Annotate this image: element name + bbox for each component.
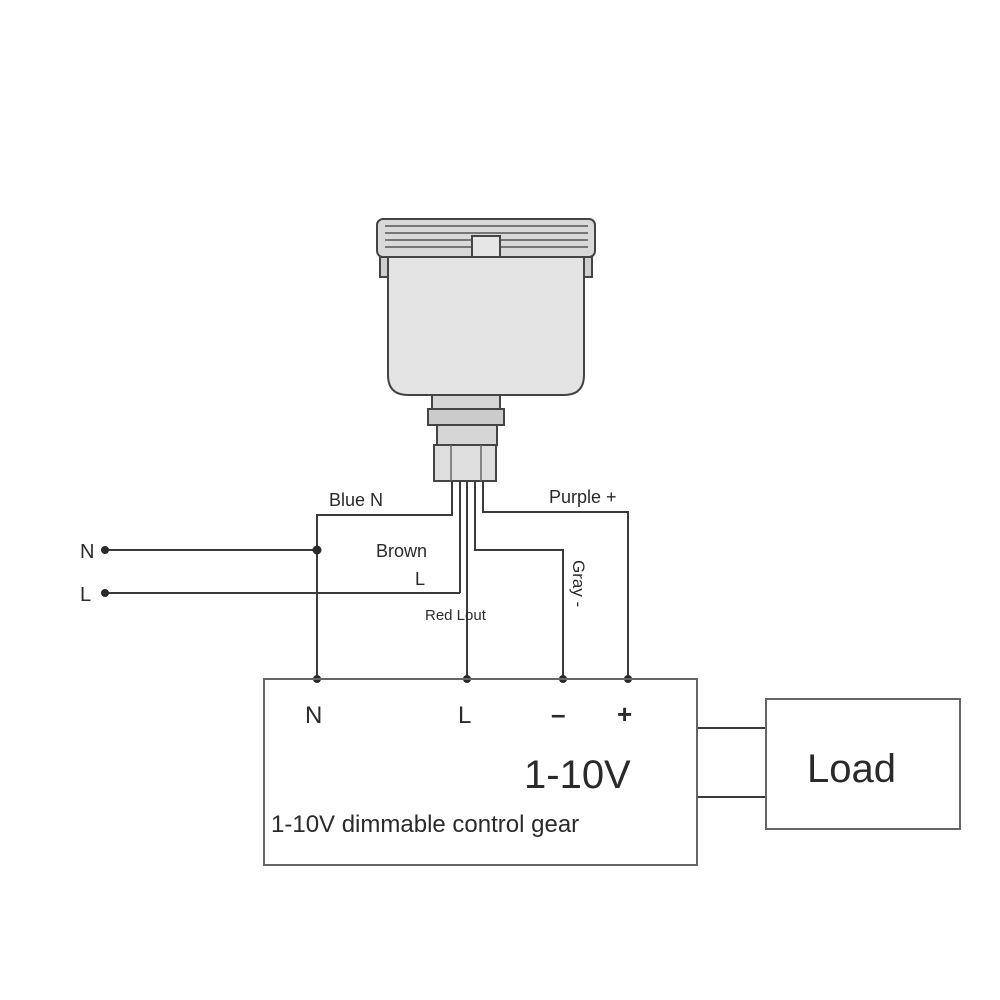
n-junction-dot [312, 545, 322, 555]
sensor-device [376, 218, 596, 482]
input-l-label: L [80, 584, 91, 606]
control-gear-box [263, 678, 698, 866]
red-wire-label: Red Lout [425, 607, 487, 624]
purple-wire [482, 481, 629, 678]
terminal-minus-label: – [551, 699, 565, 729]
terminal-l-label: L [458, 702, 471, 729]
brown-wire-label-line1: Brown [376, 541, 427, 561]
blue-wire [316, 481, 453, 678]
gear-type-label: 1-10V [524, 753, 631, 797]
junction-dots [101, 545, 632, 683]
wires [105, 481, 766, 798]
brown-wire-label-line2: L [415, 569, 425, 589]
terminal-plus-label: + [617, 699, 632, 729]
gear-caption: 1-10V dimmable control gear [271, 811, 579, 838]
gray-wire-label: Gray - [569, 560, 588, 607]
purple-wire-label: Purple + [549, 487, 617, 507]
load-box [765, 698, 961, 830]
input-n-label: N [80, 541, 94, 563]
gray-wire [474, 481, 564, 678]
input-n-dot [101, 546, 109, 554]
load-label: Load [807, 747, 896, 791]
input-l-dot [101, 589, 109, 597]
terminal-n-label: N [305, 702, 322, 729]
blue-wire-label: Blue N [329, 490, 383, 510]
